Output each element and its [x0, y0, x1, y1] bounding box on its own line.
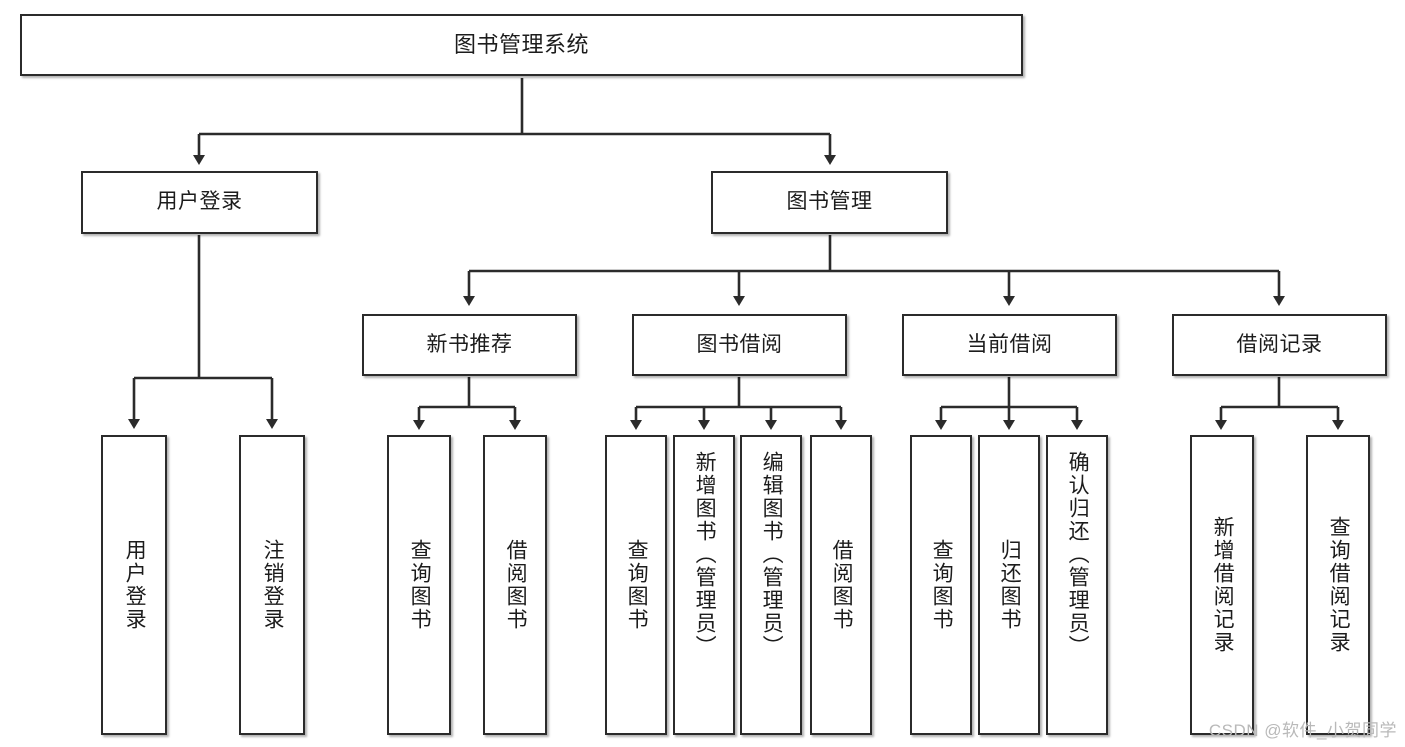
- node-label: 当前借阅: [966, 332, 1053, 356]
- csdn-watermark: CSDN @软件_小贺同学: [1208, 721, 1397, 740]
- node-label: 新增借阅记录: [1211, 516, 1235, 654]
- leaf-logout-login[interactable]: 注销登录: [239, 435, 305, 735]
- node-current-borrow[interactable]: 当前借阅: [902, 314, 1117, 376]
- node-label: 查询图书: [408, 539, 432, 631]
- node-label: 注销登录: [261, 539, 285, 631]
- leaf-query-book-current[interactable]: 查询图书: [910, 435, 972, 735]
- leaf-query-book-recommend[interactable]: 查询图书: [387, 435, 451, 735]
- node-label: 图书管理: [786, 190, 873, 214]
- node-label: 查询图书: [930, 539, 954, 631]
- node-label: 用户登录: [156, 190, 243, 214]
- leaf-query-borrow-record[interactable]: 查询借阅记录: [1306, 435, 1370, 735]
- leaf-borrow-book[interactable]: 借阅图书: [810, 435, 872, 735]
- node-label: 图书管理系统: [453, 32, 589, 58]
- leaf-borrow-book-recommend[interactable]: 借阅图书: [483, 435, 547, 735]
- node-label: 借阅记录: [1236, 332, 1323, 356]
- node-label: 查询图书: [625, 539, 649, 631]
- leaf-return-book[interactable]: 归还图书: [978, 435, 1040, 735]
- leaf-confirm-return-admin[interactable]: 确认归还（管理员）: [1046, 435, 1108, 735]
- node-new-book-recommend[interactable]: 新书推荐: [362, 314, 577, 376]
- node-label: 确认归还（管理员）: [1066, 451, 1090, 658]
- node-label: 借阅图书: [830, 539, 854, 631]
- leaf-user-login[interactable]: 用户登录: [101, 435, 167, 735]
- node-label: 用户登录: [123, 539, 147, 631]
- node-label: 新增图书（管理员）: [693, 451, 717, 658]
- node-label: 借阅图书: [504, 539, 528, 631]
- node-root-system[interactable]: 图书管理系统: [20, 14, 1023, 76]
- node-book-management[interactable]: 图书管理: [711, 171, 948, 234]
- node-user-login[interactable]: 用户登录: [81, 171, 318, 234]
- node-label: 图书借阅: [696, 332, 783, 356]
- node-label: 编辑图书（管理员）: [760, 451, 784, 658]
- node-borrow-record[interactable]: 借阅记录: [1172, 314, 1387, 376]
- node-book-borrow[interactable]: 图书借阅: [632, 314, 847, 376]
- node-label: 查询借阅记录: [1327, 516, 1351, 654]
- node-label: 新书推荐: [426, 332, 513, 356]
- leaf-add-borrow-record[interactable]: 新增借阅记录: [1190, 435, 1254, 735]
- leaf-add-book-admin[interactable]: 新增图书（管理员）: [673, 435, 735, 735]
- leaf-edit-book-admin[interactable]: 编辑图书（管理员）: [740, 435, 802, 735]
- node-label: 归还图书: [998, 539, 1022, 631]
- leaf-query-book-borrow[interactable]: 查询图书: [605, 435, 667, 735]
